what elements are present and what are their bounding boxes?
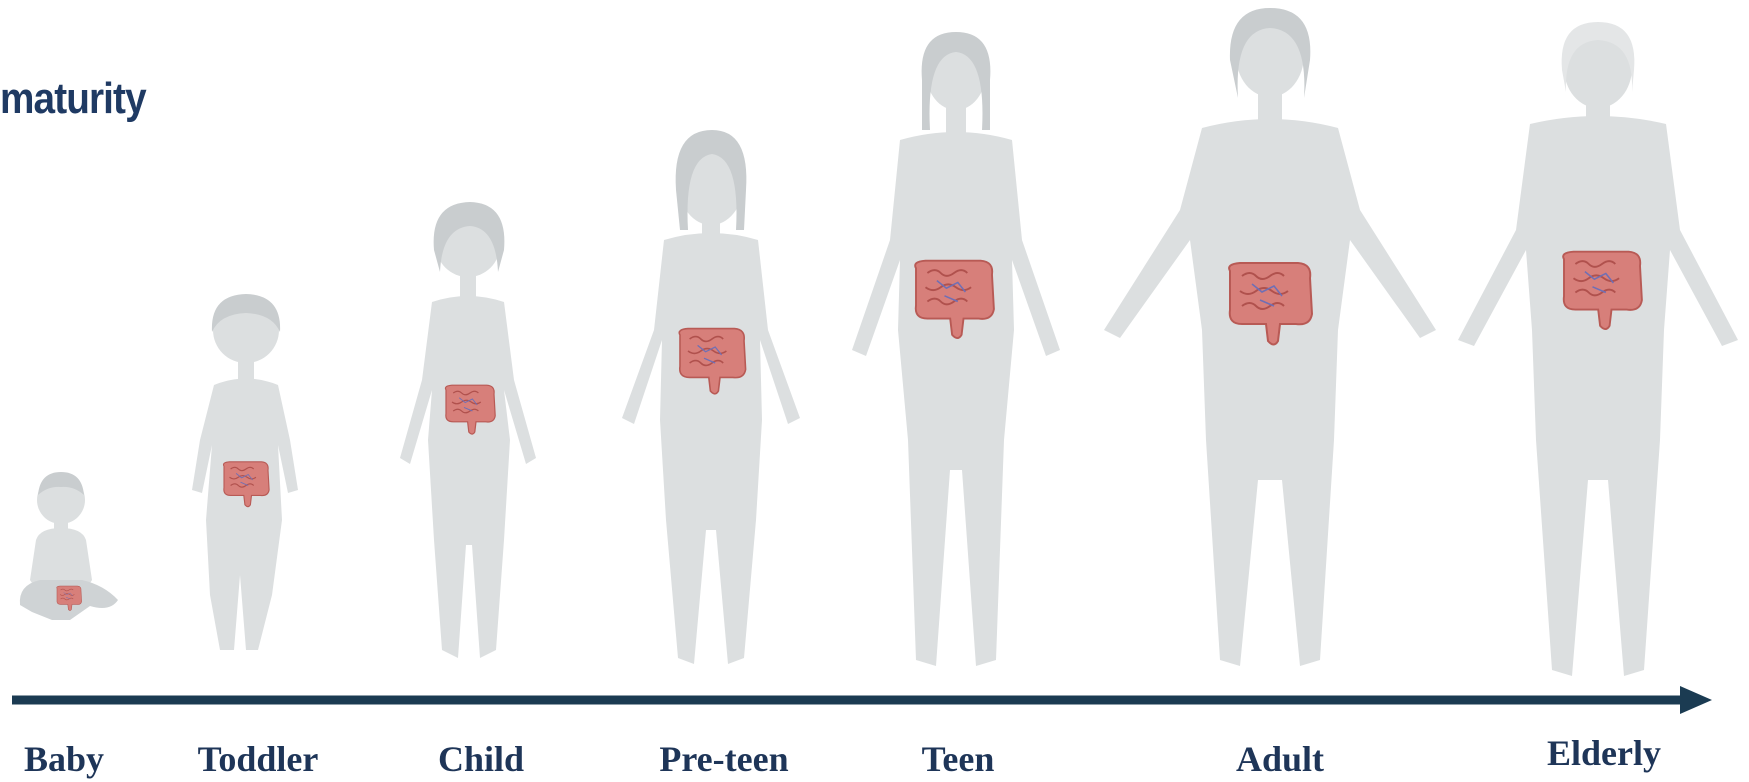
figure-child xyxy=(400,202,536,658)
stage-label-child: Child xyxy=(438,738,524,780)
figure-elderly xyxy=(1458,22,1738,676)
figure-adult xyxy=(1104,8,1436,666)
timeline-arrow xyxy=(12,686,1712,714)
stage-label-elderly: Elderly xyxy=(1547,732,1661,774)
figure-toddler xyxy=(192,294,298,650)
figure-baby xyxy=(20,472,118,620)
stage-label-teen: Teen xyxy=(922,738,995,780)
figure-preteen xyxy=(622,130,800,664)
stage-label-baby: Baby xyxy=(24,738,104,780)
stage-label-adult: Adult xyxy=(1236,738,1324,780)
stage-label-toddler: Toddler xyxy=(198,738,319,780)
figure-teen xyxy=(852,32,1060,666)
stage-label-preteen: Pre-teen xyxy=(659,738,788,780)
